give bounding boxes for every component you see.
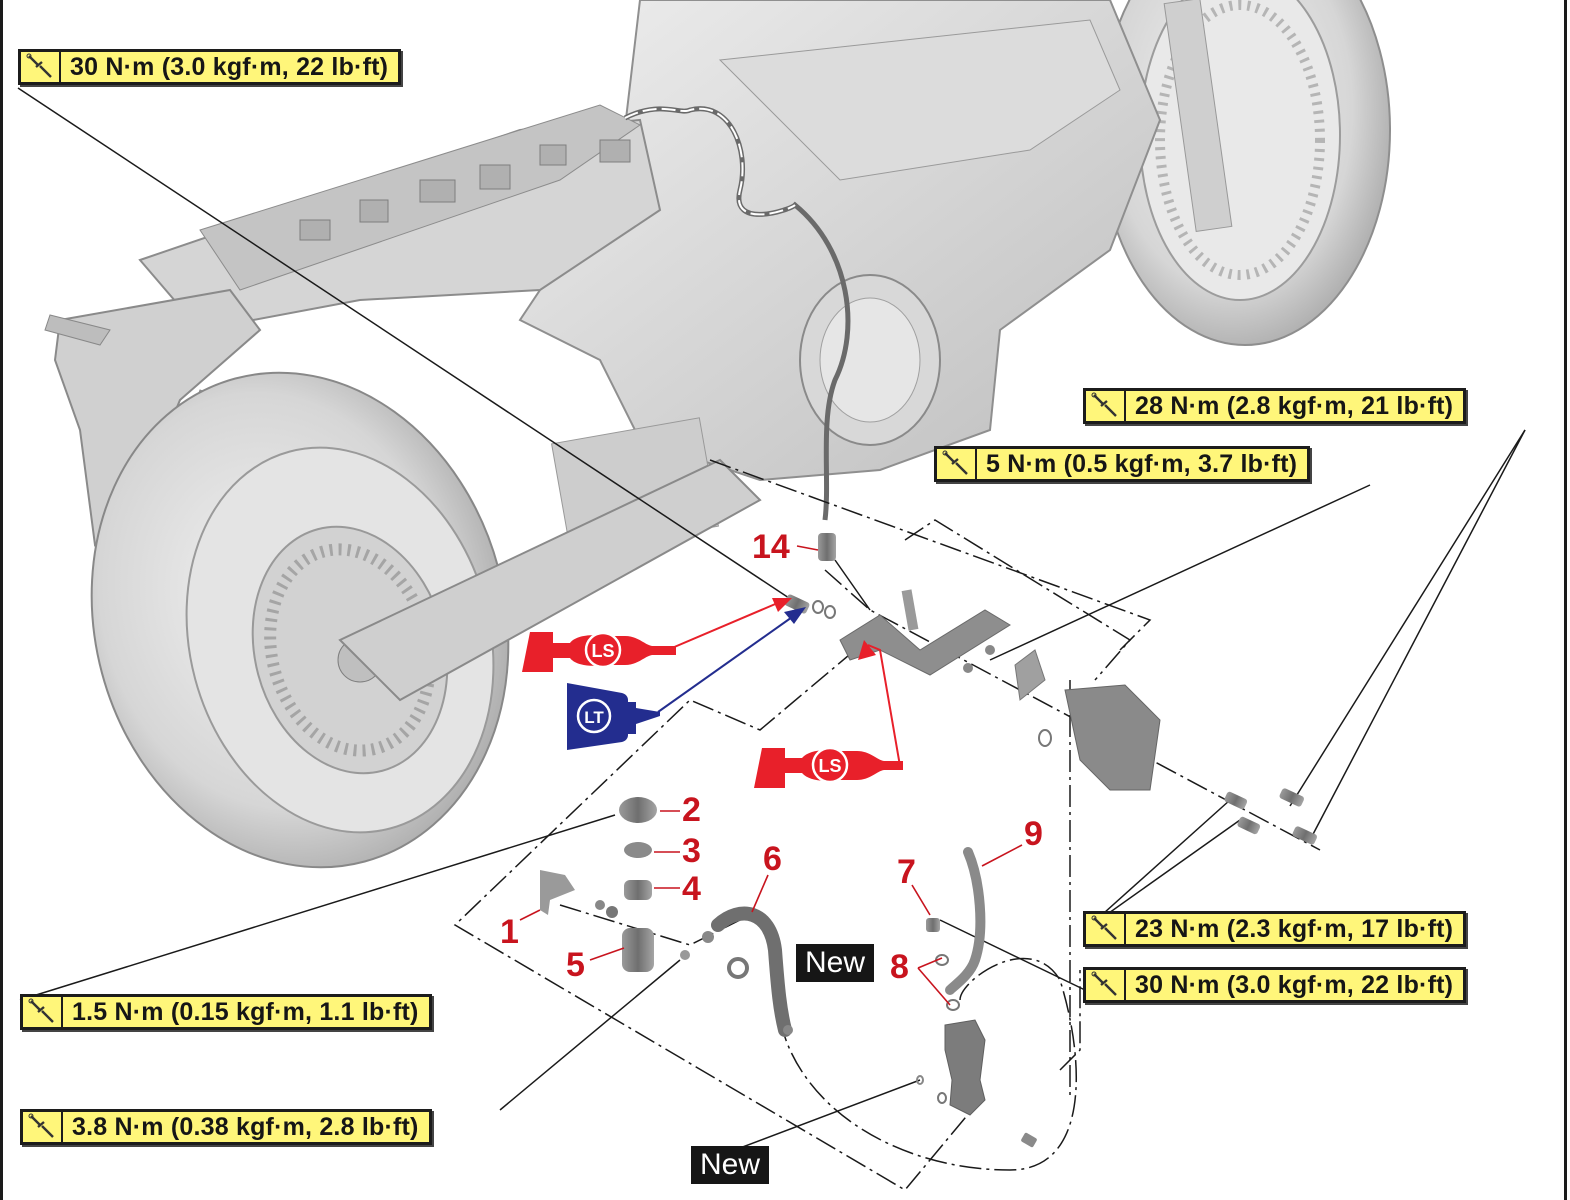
ls-grease-icon: LS (522, 631, 676, 672)
torque-spec-box: 1.5 N·m (0.15 kgf·m, 1.1 lb·ft) (20, 994, 432, 1030)
ls-icon-label: LS (818, 756, 841, 776)
lt-icon-label: LT (584, 708, 604, 727)
return-spring (901, 589, 919, 631)
part-9-brake-hose (945, 847, 986, 995)
torque-wrench-icon (21, 52, 61, 82)
torque-wrench-icon (1086, 970, 1126, 1000)
part-6-hose (711, 906, 792, 1037)
rear-master-cylinder (944, 1019, 986, 1116)
parts (540, 533, 1318, 1148)
torque-wrench-icon (937, 449, 977, 479)
new-part-label: New (796, 944, 875, 982)
part-number-5: 5 (566, 946, 585, 984)
part-number-1: 1 (500, 913, 519, 951)
torque-value: 23 N·m (2.3 kgf·m, 17 lb·ft) (1135, 914, 1454, 943)
torque-value: 30 N·m (3.0 kgf·m, 22 lb·ft) (70, 52, 389, 81)
footrest-bracket (1064, 684, 1161, 791)
new-part-label: New (691, 1146, 770, 1184)
torque-wrench-icon (23, 1112, 63, 1142)
part-2-cap (619, 797, 657, 823)
part-number-3: 3 (682, 832, 701, 870)
part-number-4: 4 (682, 870, 701, 908)
part-number-9: 9 (1024, 815, 1043, 853)
torque-value: 1.5 N·m (0.15 kgf·m, 1.1 lb·ft) (72, 997, 419, 1026)
part-number-2: 2 (682, 791, 701, 829)
swingarm (338, 458, 762, 702)
ls-arrow-2 (858, 640, 901, 767)
part-14-brake-light-switch (818, 533, 836, 561)
torque-spec-box: 30 N·m (3.0 kgf·m, 22 lb·ft) (18, 49, 402, 85)
part-3-diaphragm-holder (624, 842, 652, 858)
part-number-6: 6 (763, 840, 782, 878)
phantom-lines (453, 459, 1321, 1191)
part-number-7: 7 (897, 853, 916, 891)
torque-spec-box: 28 N·m (2.8 kgf·m, 21 lb·ft) (1083, 388, 1467, 424)
page-border-left (0, 0, 3, 1200)
torque-value: 3.8 N·m (0.38 kgf·m, 2.8 lb·ft) (72, 1112, 419, 1141)
torque-wrench-icon (1086, 391, 1126, 421)
ls-grease-icon: LS (754, 746, 903, 788)
torque-spec-box: 5 N·m (0.5 kgf·m, 3.7 lb·ft) (934, 446, 1311, 482)
torque-value: 30 N·m (3.0 kgf·m, 22 lb·ft) (1135, 970, 1454, 999)
page-border-right (1564, 0, 1567, 1200)
lt-threadlock-icon: LT (567, 683, 660, 750)
torque-wrench-icon (1086, 914, 1126, 944)
part-5-reservoir (622, 928, 654, 972)
part-7-union-bolt (926, 918, 940, 932)
ls-arrow-1 (671, 598, 792, 649)
torque-spec-box: 23 N·m (2.3 kgf·m, 17 lb·ft) (1083, 911, 1467, 947)
part-leader-lines (519, 545, 1023, 1006)
part-number-14: 14 (752, 528, 790, 566)
torque-wrench-icon (23, 997, 63, 1027)
torque-value: 5 N·m (0.5 kgf·m, 3.7 lb·ft) (986, 449, 1298, 478)
torque-spec-box: 3.8 N·m (0.38 kgf·m, 2.8 lb·ft) (20, 1109, 432, 1145)
ls-icon-label: LS (591, 641, 614, 661)
part-number-8: 8 (890, 948, 909, 986)
part-1-bracket (540, 870, 575, 915)
torque-value: 28 N·m (2.8 kgf·m, 21 lb·ft) (1135, 391, 1454, 420)
front-wheel (1099, 0, 1391, 346)
part-4-diaphragm (624, 880, 652, 900)
torque-spec-box: 30 N·m (3.0 kgf·m, 22 lb·ft) (1083, 967, 1467, 1003)
lt-arrow (657, 607, 806, 713)
leader-lines (17, 87, 1526, 1149)
motorcycle (44, 0, 1391, 869)
